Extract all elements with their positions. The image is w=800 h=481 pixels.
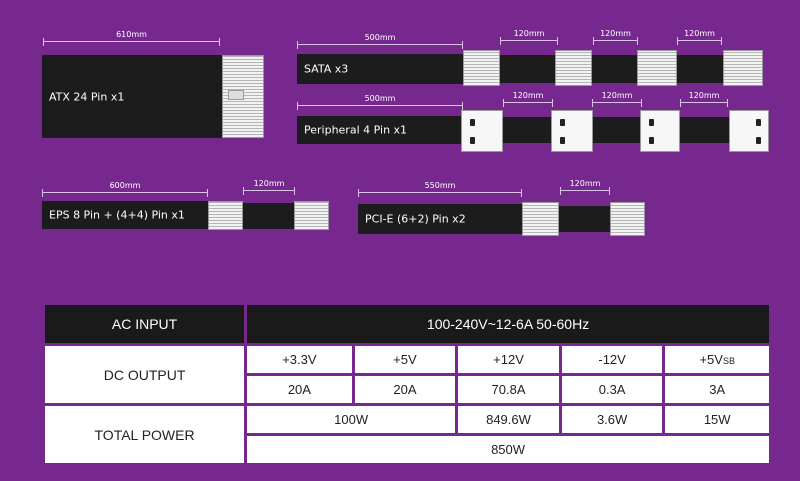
sata-seg3-dimension: 120mm xyxy=(677,29,722,45)
peripheral-label: Peripheral 4 Pin x1 xyxy=(304,123,408,137)
power-12v: 849.6W xyxy=(455,403,562,436)
sata-segment-2 xyxy=(592,55,638,83)
eps-main-dimension: 600mm xyxy=(42,181,208,197)
power-row: TOTAL POWER 100W 849.6W 3.6W 15W xyxy=(41,403,772,466)
power-spec-table: AC INPUT 100-240V~12-6A 50-60Hz DC OUTPU… xyxy=(41,302,772,466)
atx-24pin-label: ATX 24 Pin x1 xyxy=(49,90,125,103)
sata-segment-3 xyxy=(677,55,723,83)
sata-label: SATA x3 xyxy=(304,62,349,76)
eps-cable: EPS 8 Pin + (4+4) Pin x1 xyxy=(42,201,210,229)
sata-connector-2 xyxy=(555,50,592,86)
pcie-cable: PCI-E (6+2) Pin x2 xyxy=(358,204,524,234)
atx-24pin-cable: ATX 24 Pin x1 xyxy=(42,55,224,138)
current-12v: 70.8A xyxy=(455,373,562,406)
pcie-connector-2 xyxy=(610,202,645,236)
eps-8pin-connector xyxy=(208,201,243,230)
current-3v3: 20A xyxy=(244,373,355,406)
peripheral-segment-1 xyxy=(503,117,553,143)
peripheral-main-dimension: 500mm xyxy=(297,94,463,110)
molex-connector-3 xyxy=(640,110,680,152)
sata-seg1-dimension: 120mm xyxy=(500,29,558,45)
power-5vsb: 15W xyxy=(662,403,772,436)
sata-segment-1 xyxy=(500,55,558,83)
pcie-segment xyxy=(559,206,611,232)
ac-input-row: AC INPUT 100-240V~12-6A 50-60Hz xyxy=(41,302,772,346)
ac-input-value: 100-240V~12-6A 50-60Hz xyxy=(244,302,772,346)
sata-main-dimension: 500mm xyxy=(297,33,463,49)
rail-5v: +5V xyxy=(351,343,459,376)
total-power-value: 850W xyxy=(244,433,772,466)
dc-current-row: 20A 20A 70.8A 0.3A 3A xyxy=(44,373,772,406)
peripheral-segment-2 xyxy=(593,117,641,143)
rail-5vsb-subscript: SB xyxy=(722,356,735,366)
current-5v: 20A xyxy=(351,373,459,406)
dc-output-label: DC OUTPUT xyxy=(41,343,248,406)
eps-seg-dimension: 120mm xyxy=(243,179,295,195)
power-combined: 100W xyxy=(244,403,459,436)
peripheral-segment-3 xyxy=(680,117,730,143)
rail-12v: +12V xyxy=(455,343,562,376)
atx-latch xyxy=(228,90,244,100)
rail-5vsb: +5VSB xyxy=(662,343,772,376)
ac-input-label: AC INPUT xyxy=(41,302,248,346)
rail-neg12v: -12V xyxy=(558,343,666,376)
sata-connector-4 xyxy=(723,50,763,86)
molex-connector-2 xyxy=(551,110,593,152)
eps-segment xyxy=(243,203,295,229)
current-5vsb: 3A xyxy=(662,373,772,406)
pcie-label: PCI-E (6+2) Pin x2 xyxy=(365,212,466,226)
rail-3v3: +3.3V xyxy=(244,343,355,376)
peripheral-seg2-dimension: 120mm xyxy=(592,91,642,107)
pcie-main-dimension: 550mm xyxy=(358,181,522,197)
pcie-connector-1 xyxy=(522,202,559,236)
peripheral-cable: Peripheral 4 Pin x1 xyxy=(297,116,465,144)
atx-length-dimension: 610mm xyxy=(43,30,220,46)
molex-connector-1 xyxy=(461,110,503,152)
molex-connector-4 xyxy=(729,110,769,152)
current-neg12v: 0.3A xyxy=(558,373,666,406)
sata-cable: SATA x3 xyxy=(297,54,465,84)
eps-4plus4-connector xyxy=(294,201,329,230)
sata-connector-3 xyxy=(637,50,677,86)
peripheral-seg3-dimension: 120mm xyxy=(680,91,728,107)
peripheral-seg1-dimension: 120mm xyxy=(503,91,553,107)
dc-rails-row: DC OUTPUT +3.3V +5V +12V -12V +5VSB xyxy=(41,343,772,406)
sata-seg2-dimension: 120mm xyxy=(593,29,638,45)
pcie-seg-dimension: 120mm xyxy=(560,179,610,195)
sata-connector-1 xyxy=(463,50,500,86)
total-row: 850W xyxy=(44,433,772,466)
power-neg12v: 3.6W xyxy=(558,403,666,436)
total-power-label: TOTAL POWER xyxy=(41,403,248,466)
eps-label: EPS 8 Pin + (4+4) Pin x1 xyxy=(49,208,185,222)
